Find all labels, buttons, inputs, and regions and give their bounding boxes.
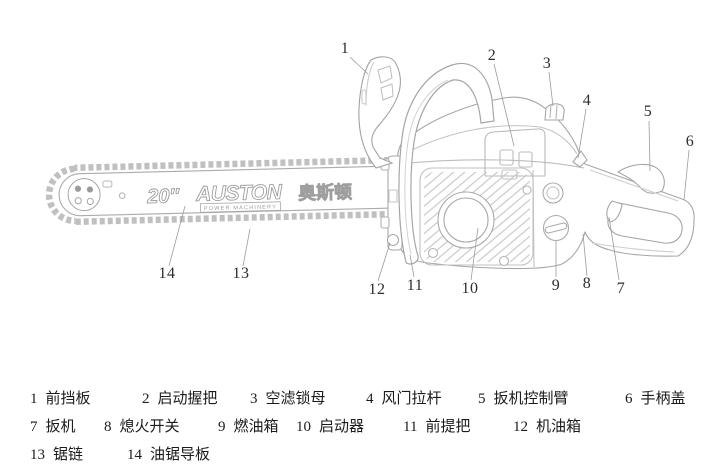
callout-3: 3 bbox=[542, 55, 552, 72]
leader-lines bbox=[168, 56, 690, 282]
cover-screw-2 bbox=[498, 255, 510, 267]
bar-tagline: POWER MACHINERY bbox=[204, 204, 277, 212]
leader-13 bbox=[242, 228, 251, 267]
oil-tank-cap bbox=[386, 233, 400, 247]
bar-size-text: 20″ bbox=[146, 185, 181, 208]
handle-bottom-seam bbox=[591, 242, 675, 253]
guide-bar bbox=[58, 165, 399, 217]
handle-top-seam bbox=[589, 169, 679, 202]
guide-bar-group: 20″ AUSTON 奥斯顿 POWER MACHINERY bbox=[45, 156, 399, 226]
fuel-cap-slot bbox=[544, 222, 568, 234]
leader-14 bbox=[168, 205, 186, 267]
leader-3 bbox=[548, 71, 554, 107]
top-cover-seam bbox=[411, 125, 578, 155]
housing-vent-left bbox=[499, 149, 514, 166]
cover-screw-3 bbox=[522, 185, 532, 195]
sprocket-nose bbox=[67, 178, 101, 212]
leader-10 bbox=[470, 227, 479, 281]
bar-clip bbox=[102, 180, 113, 188]
front-hand-guard bbox=[358, 56, 401, 169]
callout-1: 1 bbox=[340, 40, 350, 57]
callout-13: 13 bbox=[232, 265, 250, 282]
bar-brand-cn: 奥斯顿 bbox=[298, 181, 352, 203]
leader-4 bbox=[577, 108, 587, 159]
stop-switch-boss-inner bbox=[546, 186, 560, 200]
callout-2: 2 bbox=[487, 47, 497, 64]
air-filter-nut-notches bbox=[549, 103, 558, 120]
leader-6 bbox=[683, 149, 690, 201]
housing-vent-right bbox=[518, 151, 533, 168]
callout-5: 5 bbox=[643, 103, 653, 120]
trigger-control-arm bbox=[617, 163, 665, 194]
leader-1 bbox=[349, 56, 369, 75]
callout-8: 8 bbox=[582, 275, 592, 292]
front-handle bbox=[398, 62, 495, 265]
callout-7: 7 bbox=[616, 280, 626, 297]
bar-rivet bbox=[118, 192, 126, 199]
callout-14: 14 bbox=[158, 265, 176, 282]
leader-8 bbox=[582, 233, 588, 277]
leader-5 bbox=[648, 120, 651, 172]
plate-notch bbox=[388, 189, 398, 203]
callout-12: 12 bbox=[368, 281, 386, 298]
air-filter-nut bbox=[544, 103, 565, 121]
leader-12 bbox=[377, 242, 391, 282]
leader-11 bbox=[409, 254, 415, 278]
callout-9: 9 bbox=[551, 277, 561, 294]
starter-grip-housing bbox=[484, 128, 546, 177]
brand-banner bbox=[199, 201, 281, 213]
callout-11: 11 bbox=[406, 277, 424, 294]
leader-2 bbox=[493, 63, 515, 147]
stop-switch-boss bbox=[542, 182, 564, 204]
leader-7 bbox=[608, 216, 620, 281]
body-seam bbox=[397, 159, 585, 169]
cover-screw-1 bbox=[427, 247, 439, 259]
starter-recess-inner bbox=[443, 197, 489, 243]
callout-10: 10 bbox=[461, 280, 479, 297]
saw-chain bbox=[45, 156, 399, 226]
callout-6: 6 bbox=[685, 133, 695, 150]
plate-tab-lower bbox=[380, 216, 390, 229]
saw-body bbox=[380, 96, 695, 270]
rear-body-seam bbox=[532, 169, 535, 268]
callout-4: 4 bbox=[582, 92, 592, 109]
